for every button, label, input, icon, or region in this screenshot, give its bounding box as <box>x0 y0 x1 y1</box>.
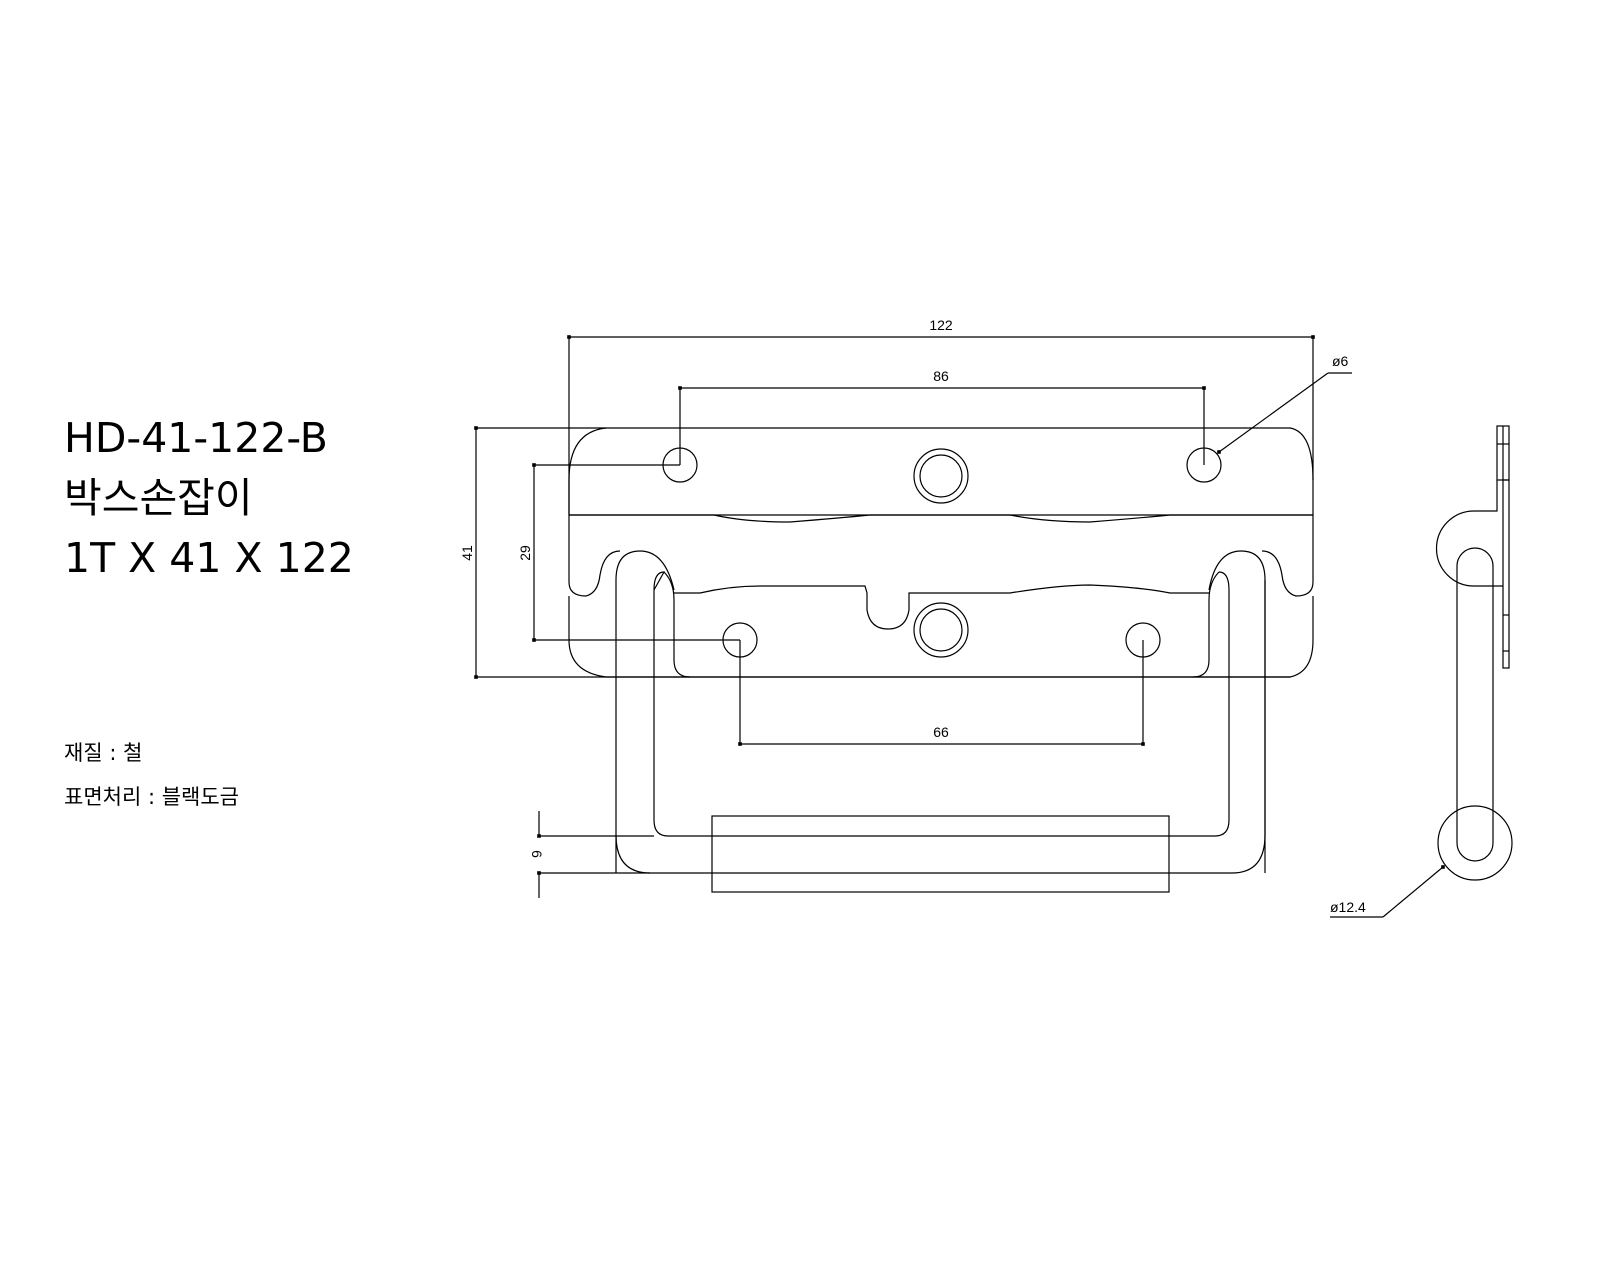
side-view <box>1435 425 1513 881</box>
dim-height: 41 <box>459 545 475 561</box>
dim-loop-diameter: ø12.4 <box>1330 899 1366 915</box>
dim-handle-thickness: 6 <box>529 850 545 858</box>
product-size: 1T X 41 X 122 <box>64 534 354 582</box>
rivet-bottom-inner <box>919 608 963 652</box>
front-view-handle <box>615 550 1266 893</box>
rivet-top-inner <box>919 454 963 498</box>
dim-top-hole-spacing: 86 <box>933 368 949 384</box>
dim-hole-diameter: ø6 <box>1332 353 1349 369</box>
rivet-bottom-outer <box>913 602 969 658</box>
dim-hole-vertical-spacing: 29 <box>517 545 533 561</box>
product-code: HD-41-122-B <box>64 414 328 462</box>
finish-spec: 표면처리 : 블랙도금 <box>64 785 239 809</box>
mounting-holes <box>662 447 1222 658</box>
dim-overall-width: 122 <box>929 317 953 333</box>
material-spec: 재질 : 철 <box>64 741 143 765</box>
dimension-lines: 122 86 66 41 29 6 ø6 ø12.4 <box>459 317 1445 918</box>
dim-bottom-hole-spacing: 66 <box>933 724 949 740</box>
front-view-plate <box>568 427 1314 678</box>
handle-grip <box>711 815 1170 893</box>
rivet-top-outer <box>913 448 969 504</box>
product-name: 박스손잡이 <box>64 474 253 522</box>
